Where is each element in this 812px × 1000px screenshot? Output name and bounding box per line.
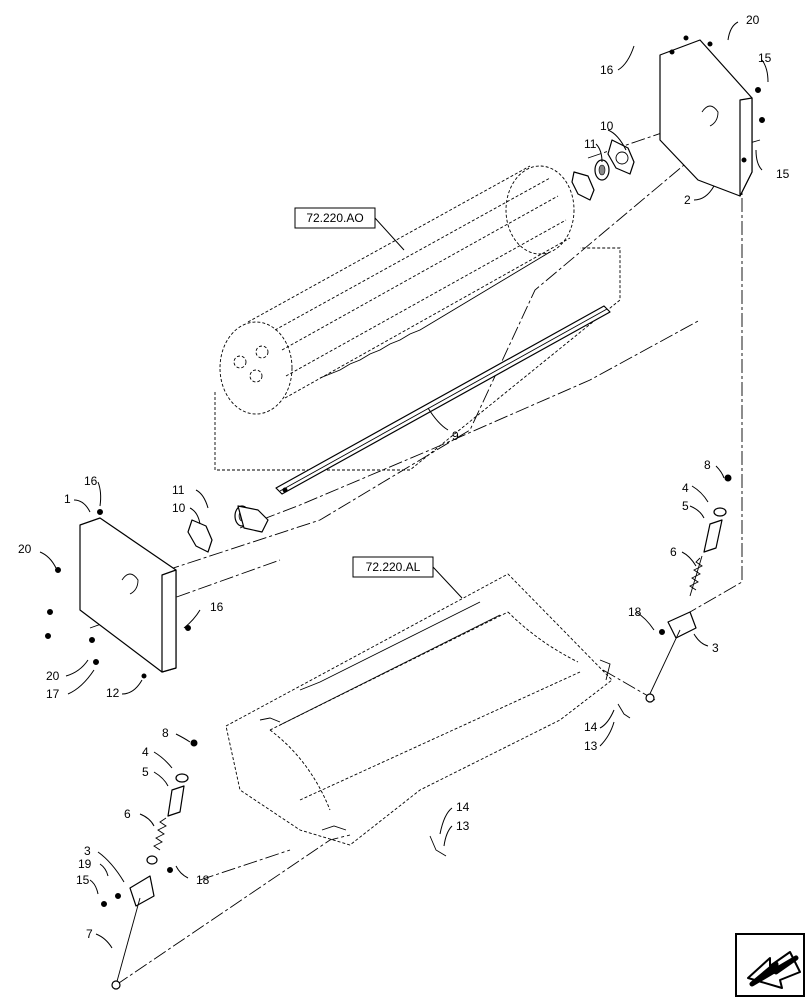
left-tension-assembly	[101, 739, 447, 990]
callout-18: 18	[628, 605, 642, 619]
callout-20: 20	[18, 542, 32, 556]
assembly-centerlines	[89, 119, 761, 986]
callout-15: 15	[758, 51, 772, 65]
callout-3: 3	[712, 641, 719, 655]
callout-leaders	[39, 21, 769, 949]
callout-5: 5	[682, 499, 689, 513]
callout-2: 2	[684, 193, 691, 207]
ref-box-concave[interactable]: 72.220.AL	[352, 556, 434, 578]
ref-box-rotor[interactable]: 72.220.AO	[294, 207, 376, 229]
callout-4: 4	[682, 481, 689, 495]
callout-20: 20	[46, 669, 60, 683]
bearing-assemblies	[187, 139, 635, 553]
callout-10: 10	[600, 119, 614, 133]
callout-numbers: 20 16 15 10 11 15 2 9 8 4 5 6 18 3 14 13…	[18, 13, 790, 941]
callout-7: 7	[86, 927, 93, 941]
concave	[225, 573, 613, 846]
callout-6: 6	[124, 807, 131, 821]
callout-16: 16	[210, 600, 224, 614]
ref-box-rotor-label: 72.220.AO	[306, 211, 363, 225]
ref-box-concave-label: 72.220.AL	[366, 560, 421, 574]
callout-16: 16	[600, 63, 614, 77]
callout-13: 13	[584, 739, 598, 753]
callout-20: 20	[746, 13, 760, 27]
callout-11: 11	[172, 483, 185, 497]
callout-18: 18	[196, 873, 210, 887]
callout-12: 12	[106, 686, 120, 700]
callout-5: 5	[142, 765, 149, 779]
callout-6: 6	[670, 545, 677, 559]
callout-8: 8	[162, 726, 169, 740]
callout-15: 15	[776, 167, 790, 181]
callout-14: 14	[456, 800, 470, 814]
rotor-drum	[214, 165, 621, 471]
right-tension-assembly	[617, 474, 732, 719]
callout-14: 14	[584, 720, 598, 734]
callout-10: 10	[172, 501, 186, 515]
callout-9: 9	[452, 429, 459, 443]
long-bar	[275, 305, 611, 495]
callout-8: 8	[704, 458, 711, 472]
callout-16: 16	[84, 474, 98, 488]
callout-17: 17	[46, 687, 60, 701]
left-side-plate	[45, 509, 191, 679]
callout-11: 11	[584, 137, 597, 151]
callout-15: 15	[76, 873, 90, 887]
callout-4: 4	[142, 745, 149, 759]
next-page-arrow-icon[interactable]	[735, 933, 805, 997]
callout-19: 19	[78, 857, 92, 871]
right-side-plate	[659, 35, 765, 197]
callout-1: 1	[64, 492, 71, 506]
callout-3: 3	[84, 844, 91, 858]
callout-13: 13	[456, 819, 470, 833]
